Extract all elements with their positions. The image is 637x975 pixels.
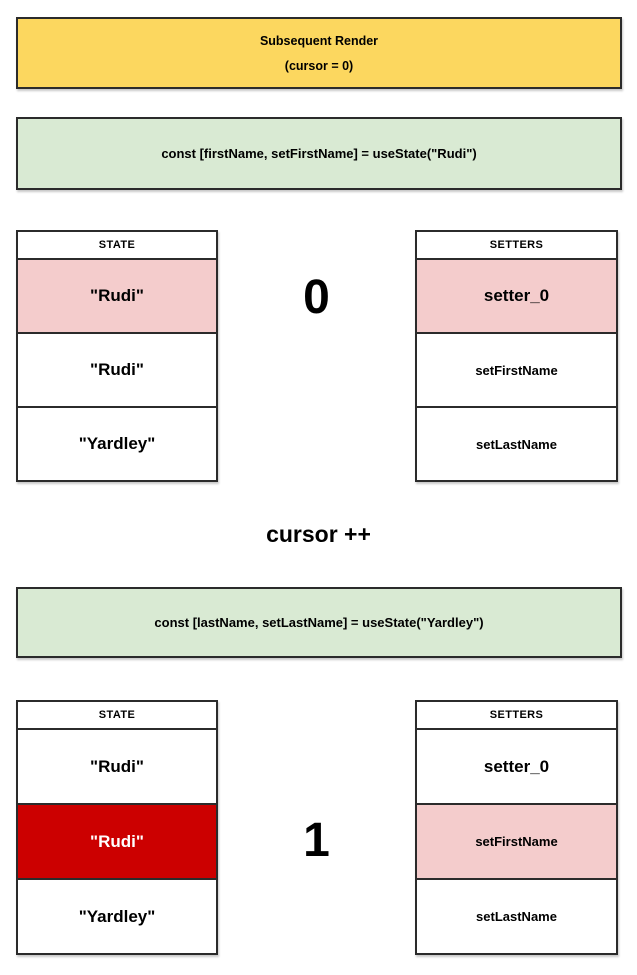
cursor-index-area: 0 <box>218 230 415 482</box>
render-phase-banner: Subsequent Render (cursor = 0) <box>16 17 622 89</box>
table-cell-state-2: "Yardley" <box>78 906 156 926</box>
cursor-index-value: 1 <box>303 814 330 867</box>
cursor-value-note: (cursor = 0) <box>284 58 354 73</box>
table-cell-setter-2: setLastName <box>476 909 557 924</box>
state-array-table-2: STATE "Rudi" "Rudi" "Yardley" <box>16 700 218 955</box>
table-cell-state-1: "Rudi" <box>18 805 216 880</box>
code-text: const [lastName, setLastName] = useState… <box>154 615 484 630</box>
table-cell-setter-0: setter_0 <box>417 260 616 334</box>
table-cell-setter-0: setter_0 <box>417 730 616 805</box>
render-phase-title: Subsequent Render <box>259 33 379 48</box>
setters-table-header: SETTERS <box>417 702 616 730</box>
cursor-index-area: 1 <box>218 700 415 955</box>
usestate-call-firstname: const [firstName, setFirstName] = useSta… <box>16 117 622 190</box>
code-text: const [firstName, setFirstName] = useSta… <box>161 146 477 161</box>
cursor-increment-label: cursor ++ <box>266 521 371 547</box>
cursor-index-value: 0 <box>303 271 330 324</box>
state-table-header: STATE <box>18 702 216 730</box>
table-cell-state-0: "Rudi" <box>18 730 216 805</box>
setters-table-header: SETTERS <box>417 232 616 260</box>
hook-arrays-cursor-0: STATE "Rudi" "Rudi" "Yardley" 0 SETTERS … <box>0 230 637 482</box>
table-cell-setter-1: setFirstName <box>417 334 616 408</box>
setters-array-table-1: SETTERS setter_0 setFirstName setLastNam… <box>415 230 618 482</box>
usestate-call-lastname: const [lastName, setLastName] = useState… <box>16 587 622 658</box>
table-cell-state-0: "Rudi" <box>18 260 216 334</box>
table-cell-setter-1: setFirstName <box>417 805 616 880</box>
table-cell-state-1: "Rudi" <box>18 334 216 408</box>
hook-arrays-cursor-1: STATE "Rudi" "Rudi" "Yardley" 1 SETTERS … <box>0 700 637 955</box>
state-array-table-1: STATE "Rudi" "Rudi" "Yardley" <box>16 230 218 482</box>
setters-array-table-2: SETTERS setter_0 setFirstName setLastNam… <box>415 700 618 955</box>
state-table-header: STATE <box>18 232 216 260</box>
table-cell-setter-2: setLastName <box>476 436 557 452</box>
table-cell-state-2: "Yardley" <box>78 434 156 453</box>
